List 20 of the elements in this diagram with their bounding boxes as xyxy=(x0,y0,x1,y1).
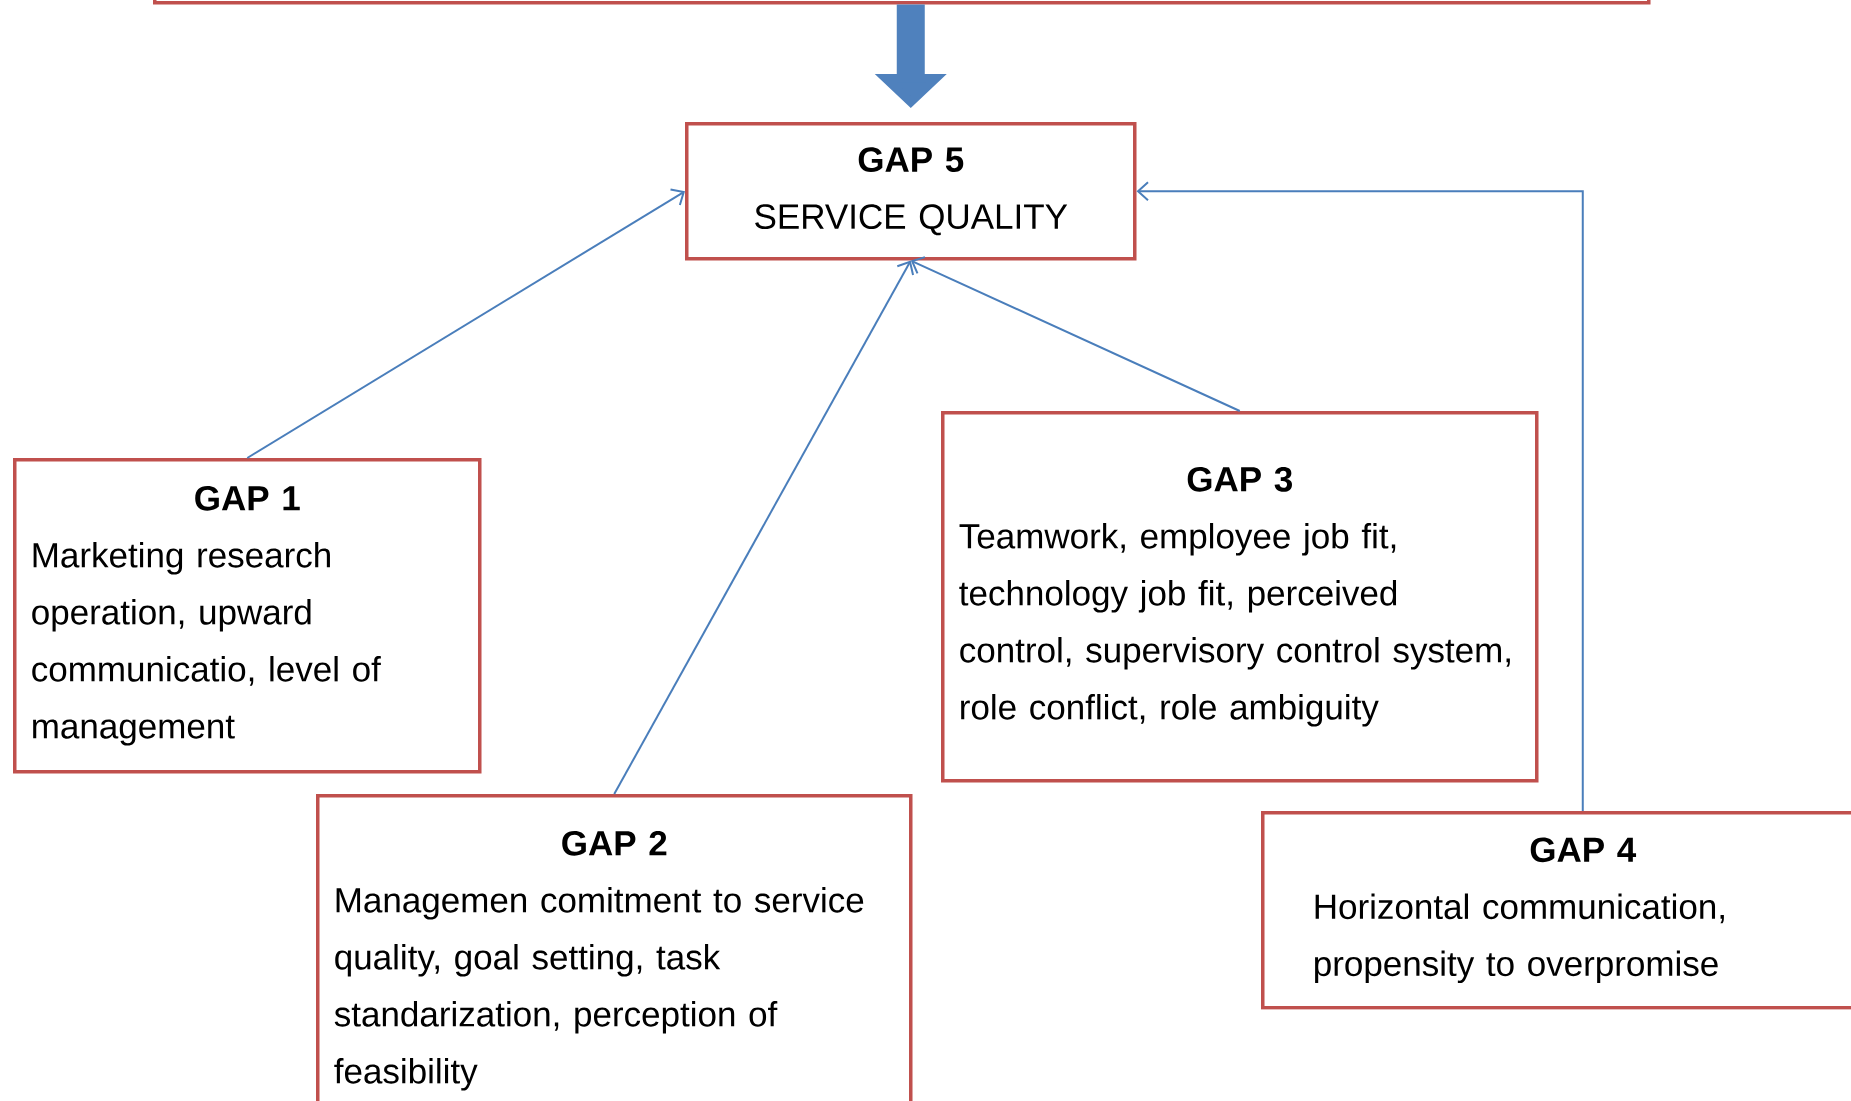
gap-box xyxy=(316,794,913,1101)
arrow xyxy=(246,188,685,459)
gap-box xyxy=(1261,811,1851,1010)
gap-heading: GAP 2 xyxy=(562,830,667,856)
gap-box xyxy=(941,411,1539,783)
gap-description: Marketing research operation, upward communicatio, level of management xyxy=(32,542,381,746)
cut-off-box xyxy=(153,0,1651,5)
gap-heading: GAP 5 xyxy=(858,147,964,172)
gap-description: Horizontal communication, propensity to overpromise xyxy=(1315,893,1724,984)
arrow xyxy=(910,256,1241,412)
gap-description: Teamwork, employee job fit, technology job fit, perceived control, supervisory control system, role conflict, role ambiguity xyxy=(959,523,1510,727)
gap-box xyxy=(13,458,482,774)
arrow xyxy=(1136,181,1584,812)
gap-heading: GAP 3 xyxy=(1187,466,1292,492)
gap-description: Managemen comitment to service quality, goal setting, task standarization, perception of feasibility xyxy=(334,887,864,1091)
gap-heading: GAP 4 xyxy=(1530,837,1637,863)
arrow xyxy=(613,260,915,795)
gap-box xyxy=(685,122,1137,261)
gap-description: SERVICE QUALITY xyxy=(755,204,1068,236)
gap-heading: GAP 1 xyxy=(195,485,300,511)
